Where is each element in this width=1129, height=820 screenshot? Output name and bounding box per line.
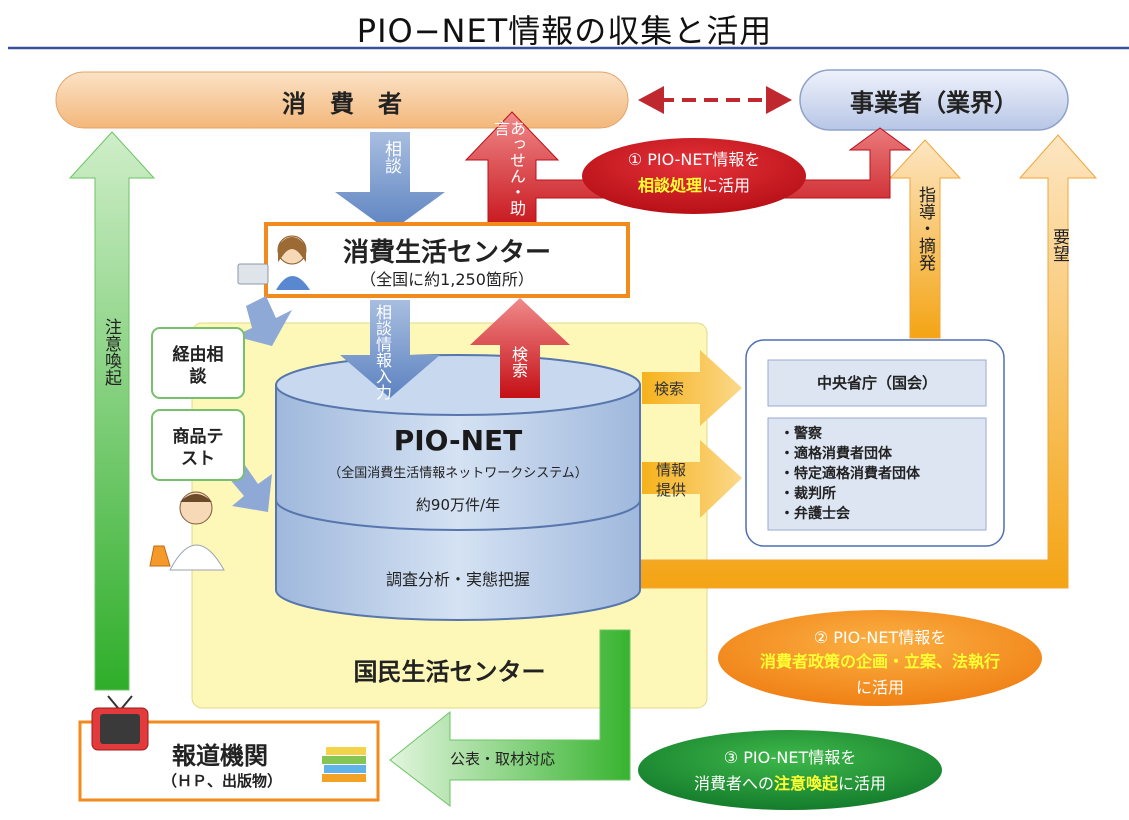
bubble-1 xyxy=(582,138,806,214)
bubble-3-tail: に活用 xyxy=(838,774,887,793)
kensaku-up-arrow xyxy=(470,298,570,398)
bubble-2 xyxy=(718,610,1042,706)
gov-item: ・弁護士会 xyxy=(780,506,850,522)
bubble-1-tail: に活用 xyxy=(702,176,751,195)
bubble-2-line1: ② PIO-NET情報を xyxy=(813,628,947,647)
books-icon xyxy=(322,747,366,782)
kensaku-up-label: 検索 xyxy=(509,346,528,378)
consumer-center-box xyxy=(264,222,630,298)
pionet-analysis: 調査分析・実態把握 xyxy=(385,570,530,589)
yobo-label: 要望 xyxy=(1049,228,1069,262)
kensaku-right-label: 検索 xyxy=(654,380,685,398)
kohyo-arrow xyxy=(389,629,631,808)
center-sub: （全国に約1,250箇所） xyxy=(360,270,534,289)
keiyu-arrow xyxy=(234,296,292,346)
bubble-3-line2: 消費者への注意喚起に活用 xyxy=(638,770,942,794)
tv-icon xyxy=(91,695,149,751)
page-title: PIO−NET情報の収集と活用 xyxy=(356,12,773,50)
assen-label: あっせん・助言 xyxy=(491,120,526,216)
kensaku-right-arrow xyxy=(642,350,742,426)
business-pill xyxy=(799,69,1069,131)
pionet-cylinder xyxy=(275,354,641,621)
kokumin-label: 国民生活センター xyxy=(353,658,546,686)
keiyu-box xyxy=(151,327,245,399)
business-label: 事業者（業界） xyxy=(850,89,1018,117)
gov-list-box xyxy=(767,417,987,531)
counselor-icon xyxy=(237,235,310,290)
joho-teikyo-label: 情報提供 xyxy=(656,461,687,499)
yobo-arrow xyxy=(639,134,1098,589)
pionet-count: 約90万件/年 xyxy=(415,496,501,514)
shido-label: 指導・摘発 xyxy=(915,186,935,271)
consumer-pill xyxy=(55,71,629,129)
bubble-3-line1: ③ PIO-NET情報を xyxy=(723,748,857,767)
kohyo-label: 公表・取材対応 xyxy=(450,750,556,768)
soudan-arrow xyxy=(335,132,445,232)
scientist-icon xyxy=(149,491,225,571)
media-name: 報道機関 xyxy=(172,742,268,770)
soudan-label: 相談 xyxy=(381,140,401,174)
gov-list: ・警察 ・適格消費者団体 ・特定適格消費者団体 ・裁判所 ・弁護士会 xyxy=(780,424,920,524)
bubble-1-highlight: 相談処理 xyxy=(637,176,702,195)
gov-title-box xyxy=(767,359,987,407)
soudan-input-arrow xyxy=(340,300,440,398)
bubble-2-highlight: 消費者政策の企画・立案、法執行 xyxy=(759,652,1000,671)
gov-item: ・適格消費者団体 xyxy=(780,446,892,462)
gov-item: ・裁判所 xyxy=(780,486,836,502)
shohin-label: 商品テスト xyxy=(172,427,224,469)
chui-kanki-arrow xyxy=(68,131,156,691)
bubble-3 xyxy=(638,730,942,810)
chui-kanki-label: 注意喚起 xyxy=(101,318,121,386)
dashed-double-arrow xyxy=(638,86,792,114)
gov-item: ・警察 xyxy=(780,426,822,442)
keiyu-label: 経由相談 xyxy=(172,345,224,387)
bubble-3-highlight: 注意喚起 xyxy=(773,774,838,793)
center-name: 消費生活センター xyxy=(342,238,551,268)
bubble-1-line1: ① PIO-NET情報を xyxy=(627,150,761,169)
gov-item: ・特定適格消費者団体 xyxy=(780,466,920,482)
consumer-label: 消 費 者 xyxy=(282,90,402,118)
bubble-2-line3: に活用 xyxy=(855,678,904,697)
soudan-input-label: 相談情報入力 xyxy=(373,304,392,400)
shohin-box xyxy=(151,409,245,481)
pionet-name: PIO-NET xyxy=(393,424,523,457)
bubble-1-line2: 相談処理に活用 xyxy=(582,172,806,196)
bubble-3-pre: 消費者への xyxy=(693,774,774,793)
pionet-sub: （全国消費生活情報ネットワークシステム） xyxy=(328,466,588,481)
media-sub: （ＨＰ、出版物） xyxy=(162,772,283,790)
joho-teikyo-arrow xyxy=(642,440,742,518)
shido-arrow xyxy=(888,139,962,339)
gov-title: 中央省庁（国会） xyxy=(816,374,937,392)
